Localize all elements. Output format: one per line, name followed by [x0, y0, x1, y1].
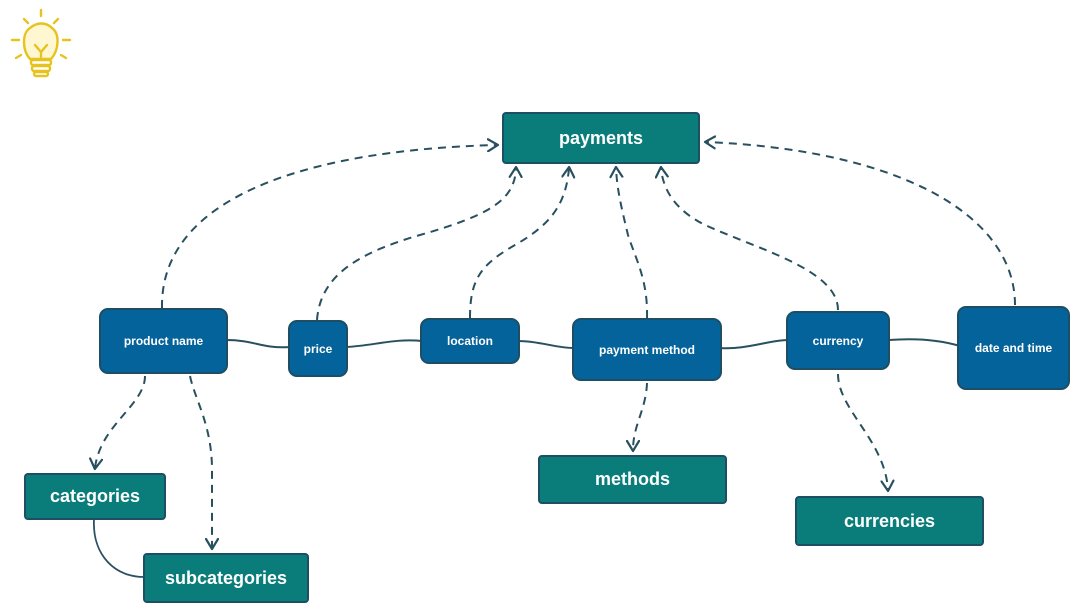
- subcategories-table[interactable]: subcategories: [143, 553, 309, 603]
- arrow-paymentmethod-to-methods: [633, 382, 648, 450]
- attr-product-name-label: product name: [123, 334, 204, 348]
- arrow-paymentmethod-to-payments: [616, 168, 649, 319]
- attr-currency[interactable]: currency: [786, 311, 890, 370]
- categories-subcategories-line: [93, 518, 147, 578]
- attr-price-label: price: [303, 341, 333, 356]
- subcategories-label: subcategories: [164, 567, 288, 588]
- arrow-product-to-categories: [95, 375, 146, 468]
- arrow-product-to-subcategories: [189, 375, 212, 548]
- lightbulb-icon: [10, 8, 72, 78]
- attr-currency-label: currency: [812, 333, 864, 348]
- currencies-table[interactable]: currencies: [795, 496, 984, 546]
- payments-label: payments: [558, 127, 644, 148]
- attr-payment-method[interactable]: payment method: [572, 318, 722, 381]
- arrow-location-to-payments: [469, 168, 569, 319]
- attr-date-and-time[interactable]: date and time: [957, 306, 1070, 390]
- methods-label: methods: [594, 469, 670, 489]
- arrow-currency-to-currencies: [837, 373, 888, 490]
- categories-table[interactable]: categories: [24, 473, 166, 520]
- attr-price[interactable]: price: [288, 320, 348, 377]
- attr-location[interactable]: location: [420, 318, 520, 364]
- payments-table[interactable]: payments: [502, 112, 700, 164]
- arrow-datetime-to-payments: [706, 142, 1016, 306]
- arrow-currency-to-payments: [661, 168, 839, 311]
- attribute-chain-line: [225, 338, 961, 350]
- attr-location-label: location: [446, 334, 493, 348]
- currencies-label: currencies: [843, 510, 936, 531]
- arrow-price-to-payments: [316, 168, 516, 321]
- arrow-product-to-payments: [160, 145, 497, 309]
- attr-product-name[interactable]: product name: [99, 308, 228, 374]
- methods-table[interactable]: methods: [538, 455, 727, 504]
- attr-date-and-time-label: date and time: [974, 341, 1053, 355]
- categories-label: categories: [49, 486, 141, 506]
- attr-payment-method-label: payment method: [598, 342, 695, 357]
